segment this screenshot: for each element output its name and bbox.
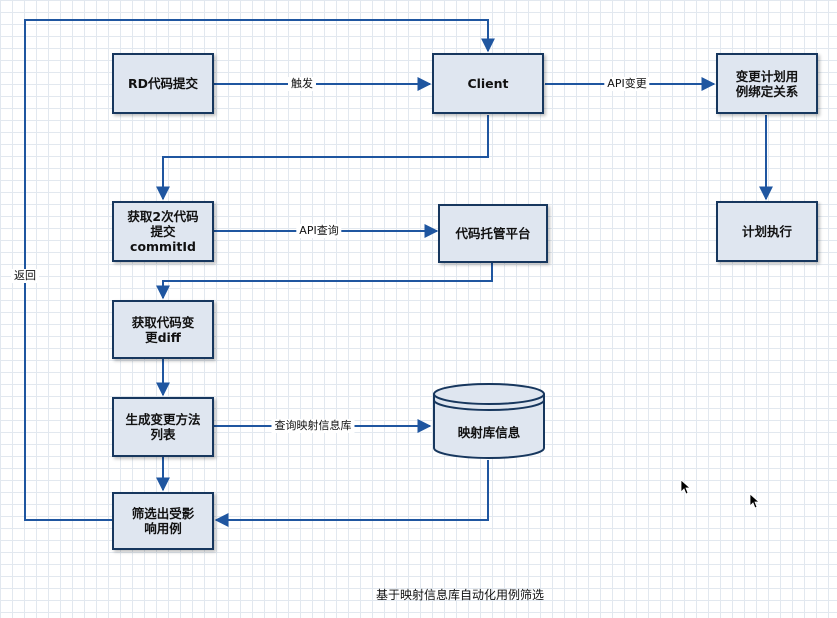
edge-return — [24, 19, 495, 521]
edge-platform-to-diff — [156, 263, 493, 300]
node-mapping-db-label[interactable]: 映射库信息 — [457, 424, 521, 440]
node-get-diff[interactable]: 获取代码变 更diff — [112, 300, 214, 359]
node-get-commit[interactable]: 获取2次代码 提交 commitId — [112, 201, 214, 262]
edge-label-trigger: 触发 — [288, 77, 316, 91]
node-client[interactable]: Client — [432, 53, 544, 114]
node-gen-methods[interactable]: 生成变更方法 列表 — [112, 397, 214, 457]
mouse-cursor-icon — [749, 493, 761, 509]
node-plan-bind[interactable]: 变更计划用 例绑定关系 — [716, 53, 818, 114]
edge-label-return: 返回 — [11, 269, 39, 283]
edge-label-api-change: API变更 — [604, 77, 650, 91]
node-plan-exec[interactable]: 计划执行 — [716, 201, 818, 262]
edge-label-api-query: API查询 — [296, 224, 342, 238]
edge-client-to-getcommit — [156, 115, 489, 201]
node-code-platform[interactable]: 代码托管平台 — [438, 204, 548, 263]
edge-mapping-to-filter — [214, 460, 489, 527]
diagram-caption: 基于映射信息库自动化用例筛选 — [375, 588, 544, 602]
mouse-cursor-icon — [680, 479, 692, 495]
edge-label-query-mapping: 查询映射信息库 — [271, 419, 355, 433]
node-rd-commit[interactable]: RD代码提交 — [112, 53, 214, 114]
database-shape — [433, 383, 545, 459]
node-filter-cases[interactable]: 筛选出受影 响用例 — [112, 492, 214, 550]
